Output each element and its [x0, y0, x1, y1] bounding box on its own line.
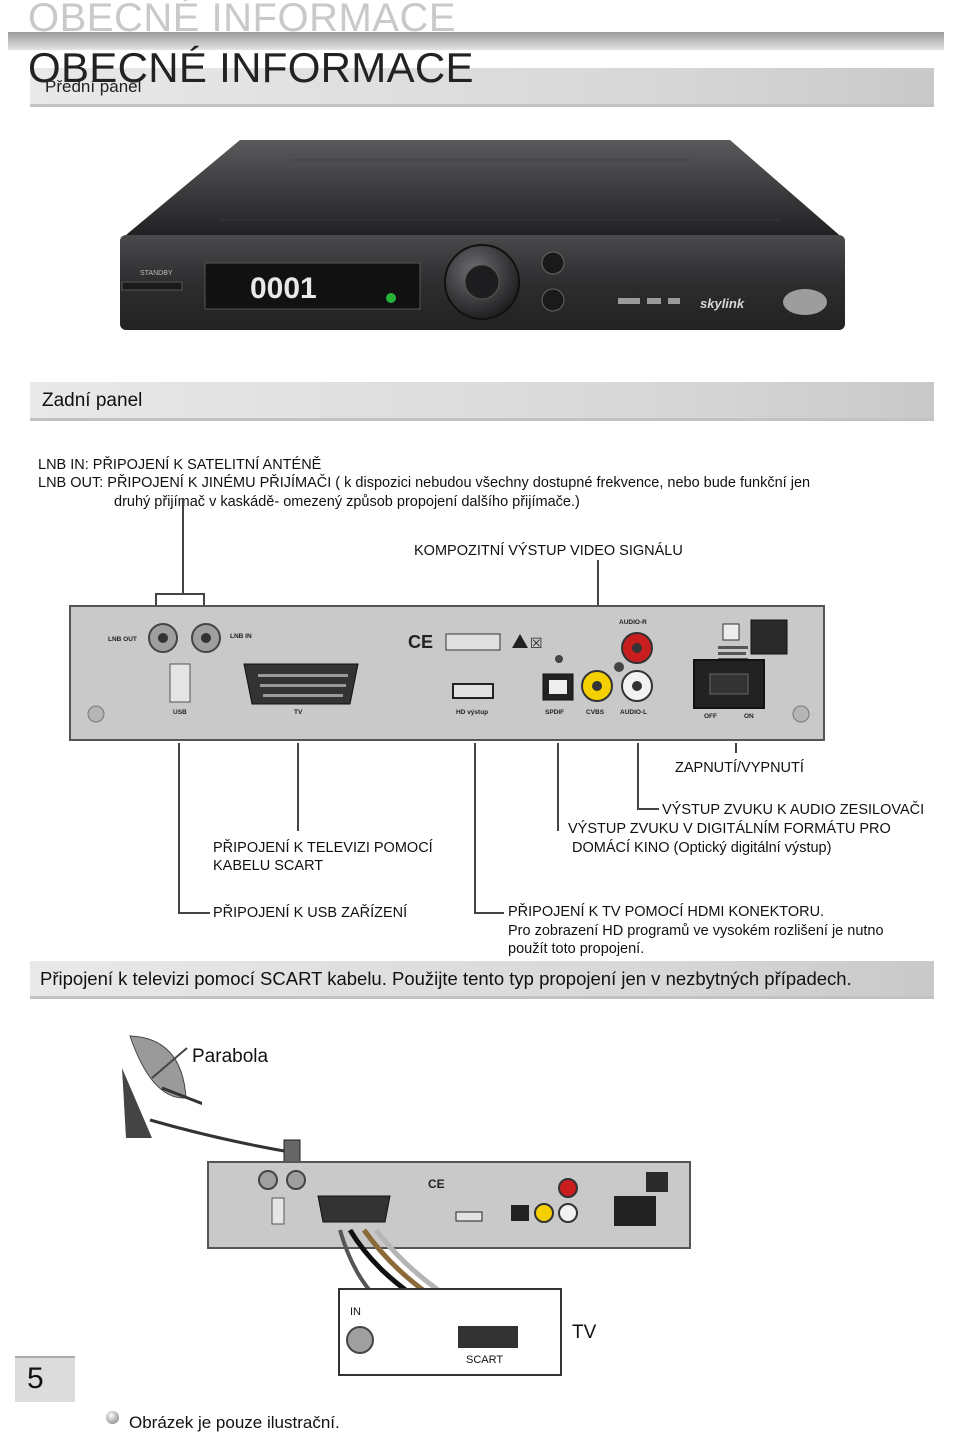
port-label-audio-r: AUDIO-R	[619, 619, 647, 626]
scart-section-heading: Připojení k televizi pomocí SCART kabelu…	[40, 968, 852, 989]
scart-label-2: KABELU SCART	[213, 858, 324, 874]
power-led	[386, 293, 396, 303]
usb-port[interactable]	[169, 663, 191, 703]
tv-back-panel: IN SCART	[338, 1288, 562, 1376]
display-window	[204, 262, 421, 310]
device-top	[120, 140, 845, 240]
svg-text:CE: CE	[428, 1177, 445, 1191]
front-logos	[618, 298, 680, 304]
footer-note: Obrázek je pouze ilustrační.	[129, 1413, 340, 1432]
port-label-cvbs: CVBS	[586, 709, 605, 716]
menu-button[interactable]	[541, 251, 565, 275]
usb-callout-line	[178, 743, 180, 913]
rear-panel-bar: Zadní panel	[30, 382, 934, 421]
screw-right	[792, 705, 810, 723]
lnb-bracket-left	[155, 593, 157, 615]
satellite-dish-image	[122, 1035, 202, 1138]
port-label-tv: TV	[294, 709, 303, 716]
port-label-usb: USB	[173, 709, 187, 716]
power-label: ZAPNUTÍ/VYPNUTÍ	[675, 760, 804, 776]
power-spec-text	[718, 646, 748, 661]
screw-left	[87, 705, 105, 723]
scart-callout-line	[297, 743, 299, 831]
power-switch[interactable]	[693, 659, 765, 709]
lnb-bracket-top	[155, 593, 205, 595]
front-panel-heading: Přední panel	[45, 77, 142, 96]
exit-button[interactable]	[541, 288, 565, 312]
lnb-out-text-1: LNB OUT: PŘIPOJENÍ K JINÉMU PŘIJÍMAČI ( …	[38, 475, 811, 491]
port-label-spdif: SPDIF	[545, 709, 564, 716]
tv-label: TV	[572, 1322, 597, 1343]
spdif-label-2: DOMÁCÍ KINO (Optický digitální výstup)	[572, 840, 832, 856]
rear-panel-image: LNB OUT LNB IN USB TV CE ☒ HD výstup SPD…	[69, 605, 825, 741]
hdmi-label-1: PŘIPOJENÍ K TV POMOCÍ HDMI KONEKTORU.	[508, 904, 825, 920]
tv-scart-socket[interactable]	[458, 1326, 518, 1348]
scart-section-bar: Připojení k televizi pomocí SCART kabelu…	[30, 961, 934, 999]
page-title: OBECNÉ INFORMACE	[28, 44, 474, 91]
rear-panel-heading: Zadní panel	[42, 390, 143, 411]
audio-label: VÝSTUP ZVUKU K AUDIO ZESILOVAČI	[662, 802, 925, 818]
standby-button[interactable]	[121, 281, 183, 291]
usb-callout-tick	[178, 912, 210, 914]
scart-label-1: PŘIPOJENÍ K TELEVIZI POMOCÍ	[213, 840, 433, 856]
display-value: 0001	[250, 272, 317, 305]
double-insulation-mark	[722, 623, 740, 641]
parabola-label: Parabola	[192, 1046, 269, 1067]
composite-label: KOMPOZITNÍ VÝSTUP VIDEO SIGNÁLU	[414, 543, 683, 559]
weee-symbol: ☒	[530, 635, 543, 651]
lnb-callout-line	[182, 498, 184, 594]
dish-reflector	[129, 1035, 187, 1099]
audio-callout-tick	[637, 808, 659, 810]
tv-scart-label: SCART	[466, 1354, 504, 1366]
page-number: 5	[27, 1362, 44, 1395]
header-bar	[8, 32, 944, 50]
usb-label: PŘIPOJENÍ K USB ZAŘÍZENÍ	[213, 905, 408, 921]
port-label-lnb-out: LNB OUT	[108, 636, 137, 643]
audio-callout-line	[637, 743, 639, 809]
lnb-in-text: LNB IN: PŘIPOJENÍ K SATELITNÍ ANTÉNĚ	[38, 457, 322, 473]
standby-label: STANDBY	[140, 270, 173, 277]
port-label-off: OFF	[704, 713, 717, 720]
brand-logo: skylink	[700, 296, 745, 311]
dish-mount	[122, 1068, 152, 1138]
tv-antenna-input[interactable]	[346, 1326, 374, 1354]
power-callout-line	[735, 743, 737, 753]
indicator-dot-2	[614, 662, 624, 672]
hdmi-callout-line	[474, 743, 476, 913]
lnb-out-text-2: druhý přijímač v kaskádě- omezený způsob…	[114, 494, 580, 510]
regulatory-label	[445, 633, 501, 651]
partner-logo	[783, 289, 827, 315]
port-label-lnb-in: LNB IN	[230, 633, 252, 640]
ok-button[interactable]	[464, 264, 500, 300]
bullet-icon	[106, 1411, 119, 1424]
front-panel-bar	[30, 68, 934, 107]
receiver-rear-small: CE	[207, 1161, 691, 1249]
indicator-dot	[555, 655, 563, 663]
hdmi-label-3: použít toto propojení.	[508, 941, 645, 957]
hdmi-label-2: Pro zobrazení HD programů ve vysokém roz…	[508, 923, 884, 939]
ce-mark: CE	[408, 632, 433, 652]
hdmi-callout-tick	[474, 912, 504, 914]
lnb-bracket-right	[203, 593, 205, 615]
page-number-box: 5	[15, 1356, 75, 1402]
spdif-label-1: VÝSTUP ZVUKU V DIGITÁLNÍM FORMÁTU PRO	[568, 821, 891, 837]
tv-in-label: IN	[350, 1306, 361, 1318]
hdmi-port[interactable]	[452, 683, 494, 699]
power-inlet[interactable]	[750, 619, 788, 655]
front-panel-image: STANDBY 0001 skylink	[120, 140, 845, 330]
port-label-audio-l: AUDIO-L	[620, 709, 647, 716]
port-label-hdmi: HD výstup	[456, 709, 488, 716]
warning-symbol	[512, 634, 528, 648]
port-label-on: ON	[744, 713, 754, 720]
spdif-callout-line	[557, 743, 559, 831]
